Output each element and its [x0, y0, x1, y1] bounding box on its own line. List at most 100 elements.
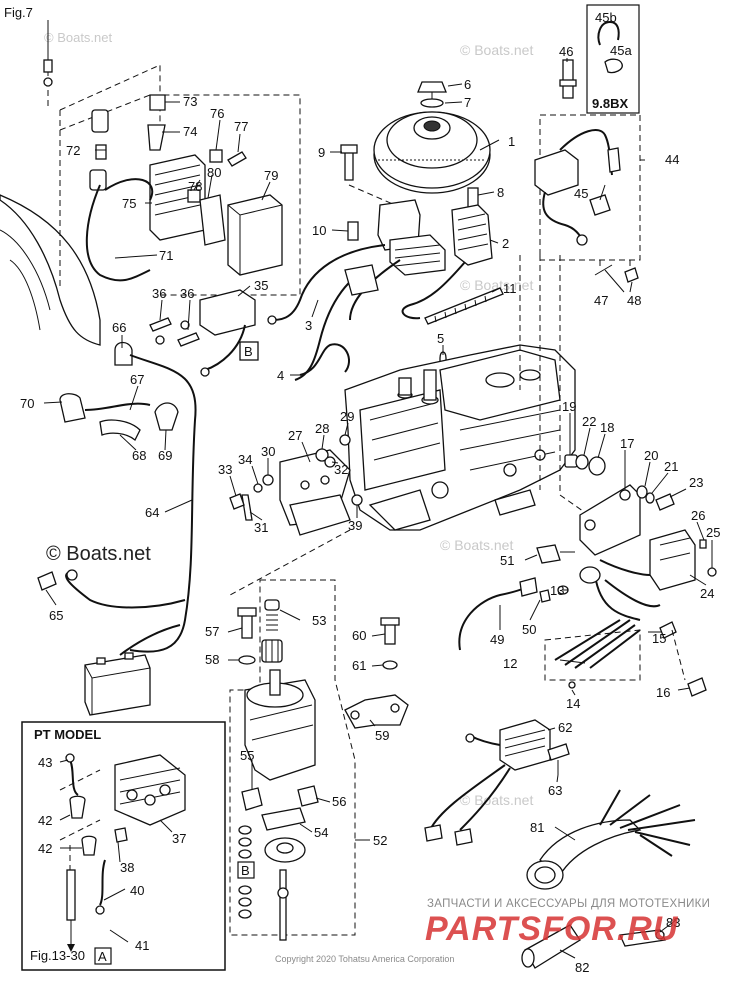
grommet-icon	[588, 456, 606, 476]
callout-72: 72	[66, 143, 80, 158]
bolt-icon	[229, 493, 245, 510]
leader-lines	[43, 58, 713, 959]
callout-49: 49	[490, 632, 504, 647]
screw-icon	[351, 494, 363, 506]
washer-icon	[636, 485, 648, 499]
bracket-icon	[147, 124, 166, 151]
bolt-icon	[37, 571, 57, 591]
fig-ref-top: Fig.7	[4, 5, 33, 20]
callout-63: 63	[548, 783, 562, 798]
screw-icon	[149, 317, 172, 332]
wire-4	[299, 343, 350, 376]
clip-icon	[149, 94, 166, 111]
bolt-icon	[687, 677, 707, 697]
callout-41: 41	[135, 938, 149, 953]
washer-icon	[645, 492, 655, 504]
callout-44: 44	[665, 152, 679, 167]
connector-icon	[89, 169, 107, 191]
callout-5: 5	[437, 331, 444, 346]
pt-model-title: PT MODEL	[34, 727, 101, 742]
callout-71: 71	[159, 248, 173, 263]
callout-10: 10	[312, 223, 326, 238]
callout-43: 43	[38, 755, 52, 770]
reference-box-b	[237, 861, 255, 879]
bolt-icon	[624, 267, 639, 283]
callout-37: 37	[172, 831, 186, 846]
bolt-icon	[659, 621, 677, 639]
ref-b-right: B	[241, 863, 250, 878]
watermark: © Boats.net	[44, 30, 113, 45]
callout-60: 60	[352, 628, 366, 643]
callout-34: 34	[238, 452, 252, 467]
pin-icon	[241, 494, 253, 521]
callout-17: 17	[620, 436, 634, 451]
callout-76: 76	[210, 106, 224, 121]
connector-icon	[579, 566, 601, 584]
bolt-icon	[562, 59, 574, 99]
connector-icon	[91, 109, 109, 133]
watermark: © Boats.net	[460, 792, 533, 808]
screw-icon	[177, 332, 200, 347]
callout-51: 51	[500, 553, 514, 568]
washer-icon	[382, 660, 398, 670]
callout-67: 67	[130, 372, 144, 387]
callout-40: 40	[130, 883, 144, 898]
pt-boot-icon	[69, 795, 86, 819]
callout-25: 25	[706, 525, 720, 540]
callout-68: 68	[132, 448, 146, 463]
ref-a: A	[98, 949, 107, 964]
callout-33: 33	[218, 462, 232, 477]
brush-icon	[241, 787, 263, 811]
callout-1: 1	[508, 134, 515, 149]
sensor-icon	[536, 544, 561, 564]
terminal-icon	[519, 577, 538, 597]
callout-48: 48	[627, 293, 641, 308]
reference-box-a	[94, 947, 112, 965]
callout-6: 6	[464, 77, 471, 92]
callout-80: 80	[207, 165, 221, 180]
callout-45: 45	[574, 186, 588, 201]
boot-icon	[114, 341, 133, 366]
callout-35: 35	[254, 278, 268, 293]
callout-21: 21	[664, 459, 678, 474]
callout-64: 64	[145, 505, 159, 520]
callout-58: 58	[205, 652, 219, 667]
strap-icon	[619, 929, 666, 947]
connector-icon	[95, 144, 107, 160]
callout-11: 11	[503, 281, 517, 296]
harness-wire	[599, 559, 651, 576]
terminal-cap-icon	[154, 402, 179, 431]
pt-lead-icon	[66, 869, 76, 921]
callout-14: 14	[566, 696, 580, 711]
callout-45a: 45a	[610, 43, 632, 58]
callout-82: 82	[575, 960, 589, 975]
cover-housing	[0, 194, 101, 346]
collar-icon	[564, 454, 578, 468]
callout-4: 4	[277, 368, 284, 383]
callout-26: 26	[691, 508, 705, 523]
callout-61: 61	[352, 658, 366, 673]
wire-49	[458, 587, 526, 651]
callout-57: 57	[205, 624, 219, 639]
callout-47: 47	[594, 293, 608, 308]
wire-harness	[85, 184, 151, 282]
bolt-icon	[227, 151, 247, 167]
callout-65: 65	[49, 608, 63, 623]
boot-icon	[59, 393, 86, 423]
callout-74: 74	[183, 124, 197, 139]
flywheel	[373, 111, 491, 194]
rectifier-icon	[499, 719, 551, 771]
bolt-icon	[344, 149, 354, 181]
battery-cable	[65, 571, 186, 609]
callout-18: 18	[600, 420, 614, 435]
washer-icon	[43, 77, 53, 87]
bolt-icon	[547, 743, 570, 761]
battery-icon	[84, 654, 151, 716]
switch-box-icon	[649, 529, 696, 591]
callout-78: 78	[188, 179, 202, 194]
brush-icon	[297, 785, 319, 807]
callout-66: 66	[112, 320, 126, 335]
rectifier-wire	[429, 764, 506, 831]
callout-2: 2	[502, 236, 509, 251]
main-harness-icon	[539, 819, 642, 876]
